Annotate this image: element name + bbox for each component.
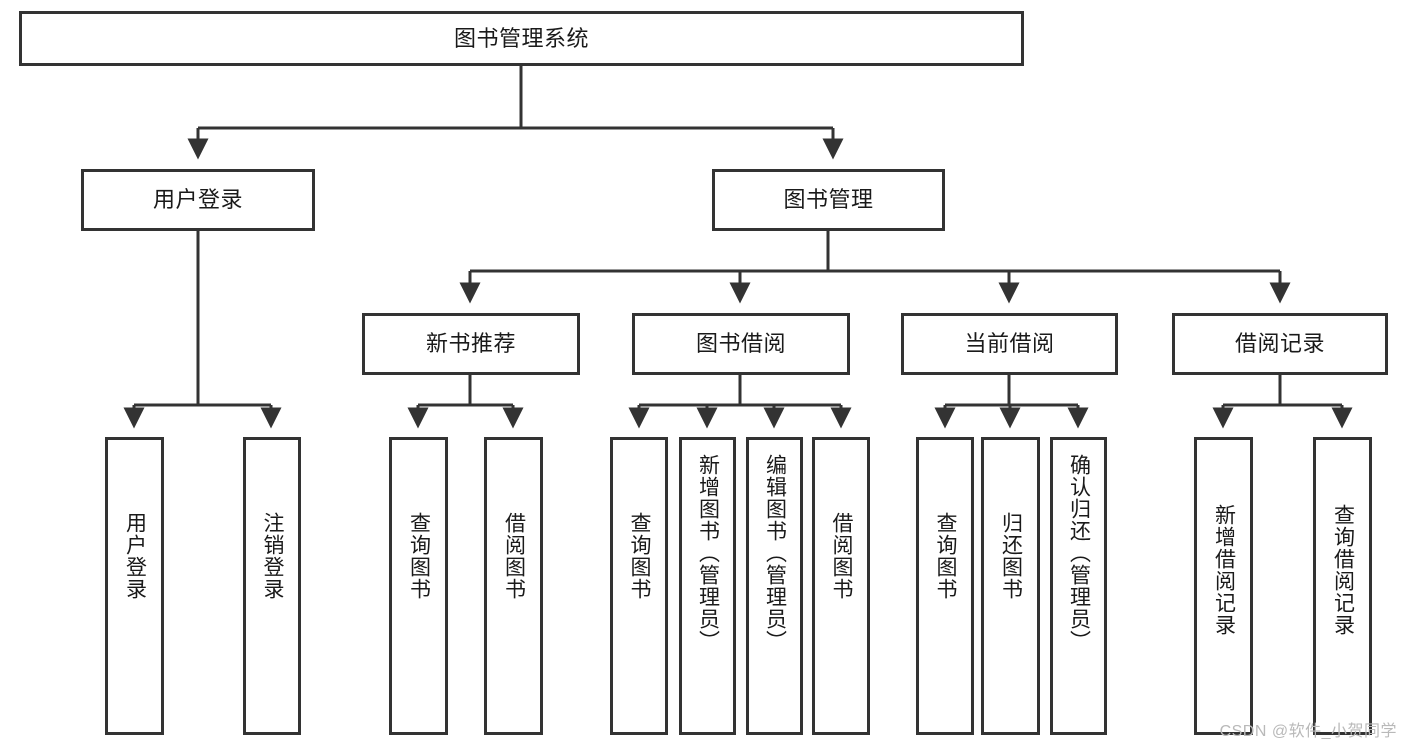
- csdn-watermark: CSDN @软件_小贺同学: [1219, 723, 1397, 740]
- node-label: 查询图书: [628, 512, 652, 600]
- leaf-borrow-query-book[interactable]: 查询图书: [610, 437, 668, 735]
- leaf-borrow-add-book-admin[interactable]: 新增图书（管理员）: [679, 437, 736, 735]
- node-label: 查询借阅记录: [1331, 504, 1355, 636]
- node-label: 用户登录: [152, 187, 243, 213]
- node-label: 查询图书: [934, 512, 958, 600]
- node-borrow-records[interactable]: 借阅记录: [1172, 313, 1388, 375]
- node-label: 归还图书: [999, 512, 1023, 600]
- node-user-login[interactable]: 用户登录: [81, 169, 315, 231]
- leaf-records-add-record[interactable]: 新增借阅记录: [1194, 437, 1253, 735]
- leaf-borrow-edit-book-admin[interactable]: 编辑图书（管理员）: [746, 437, 803, 735]
- node-book-borrow[interactable]: 图书借阅: [632, 313, 850, 375]
- node-root-system[interactable]: 图书管理系统: [19, 11, 1024, 66]
- leaf-user-login-login[interactable]: 用户登录: [105, 437, 164, 735]
- node-label: 图书管理系统: [453, 25, 589, 51]
- leaf-current-confirm-return-admin[interactable]: 确认归还（管理员）: [1050, 437, 1107, 735]
- node-label: 借阅图书: [830, 512, 854, 600]
- node-label: 图书借阅: [695, 331, 786, 357]
- node-label: 用户登录: [123, 512, 147, 600]
- node-label: 编辑图书（管理员）: [763, 454, 787, 652]
- node-label: 新增借阅记录: [1212, 504, 1236, 636]
- node-book-management[interactable]: 图书管理: [712, 169, 945, 231]
- node-label: 新增图书（管理员）: [696, 454, 720, 652]
- leaf-user-login-logout[interactable]: 注销登录: [243, 437, 301, 735]
- leaf-new-book-borrow[interactable]: 借阅图书: [484, 437, 543, 735]
- leaf-records-query-record[interactable]: 查询借阅记录: [1313, 437, 1372, 735]
- node-new-book-recommend[interactable]: 新书推荐: [362, 313, 580, 375]
- leaf-new-book-query[interactable]: 查询图书: [389, 437, 448, 735]
- node-label: 借阅图书: [502, 512, 526, 600]
- leaf-borrow-borrow-book[interactable]: 借阅图书: [812, 437, 870, 735]
- leaf-current-query-book[interactable]: 查询图书: [916, 437, 974, 735]
- node-label: 图书管理: [783, 187, 874, 213]
- node-current-borrow[interactable]: 当前借阅: [901, 313, 1118, 375]
- node-label: 查询图书: [407, 512, 431, 600]
- node-label: 新书推荐: [425, 331, 516, 357]
- node-label: 确认归还（管理员）: [1067, 454, 1091, 652]
- node-label: 当前借阅: [964, 331, 1055, 357]
- node-label: 借阅记录: [1234, 331, 1325, 357]
- leaf-current-return-book[interactable]: 归还图书: [981, 437, 1040, 735]
- node-label: 注销登录: [261, 512, 285, 600]
